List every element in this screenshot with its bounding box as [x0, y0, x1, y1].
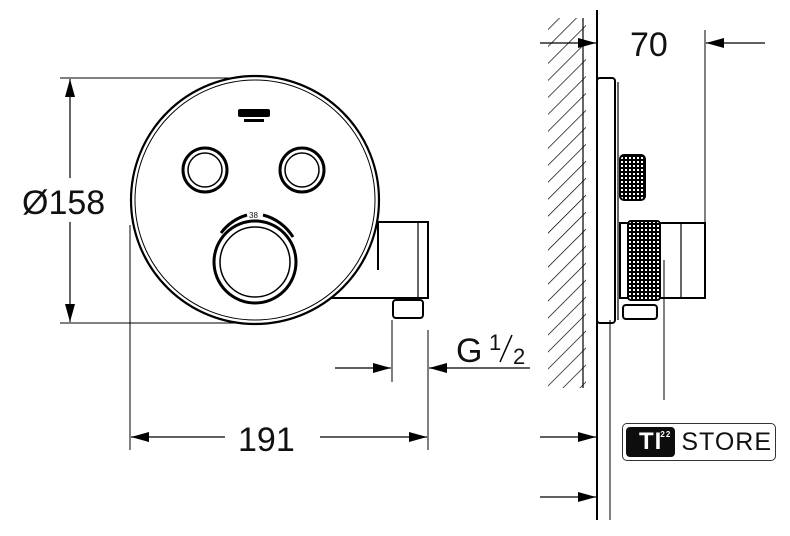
thread-dimension [335, 320, 530, 382]
store-logo: TI 22 [626, 427, 676, 457]
width-label: 191 [238, 421, 295, 459]
wall-outlet-elbow [330, 221, 429, 319]
width-dimension [129, 225, 429, 450]
depth-label: 70 [630, 26, 668, 64]
logo-text: TI [639, 428, 663, 455]
thread-denominator: 2 [513, 344, 525, 369]
side-view [540, 10, 765, 520]
temperature-mark: 38 [249, 211, 258, 220]
rosette-side [596, 77, 616, 324]
logo-superscript: 22 [660, 430, 672, 439]
thread-prefix: G [456, 332, 482, 370]
grohe-logo [238, 109, 270, 122]
thermostat-knob [212, 213, 298, 305]
store-text: STORE [681, 427, 772, 456]
thread-numerator: 1 [489, 330, 501, 355]
diameter-label: Ø158 [22, 184, 105, 222]
push-button-right [278, 146, 326, 194]
rosette-plate [129, 74, 381, 326]
wall-hatching [548, 18, 586, 388]
store-watermark: TI 22 STORE [622, 423, 776, 461]
push-button-left [181, 146, 229, 194]
front-view [18, 74, 530, 450]
knob-side [619, 154, 646, 201]
